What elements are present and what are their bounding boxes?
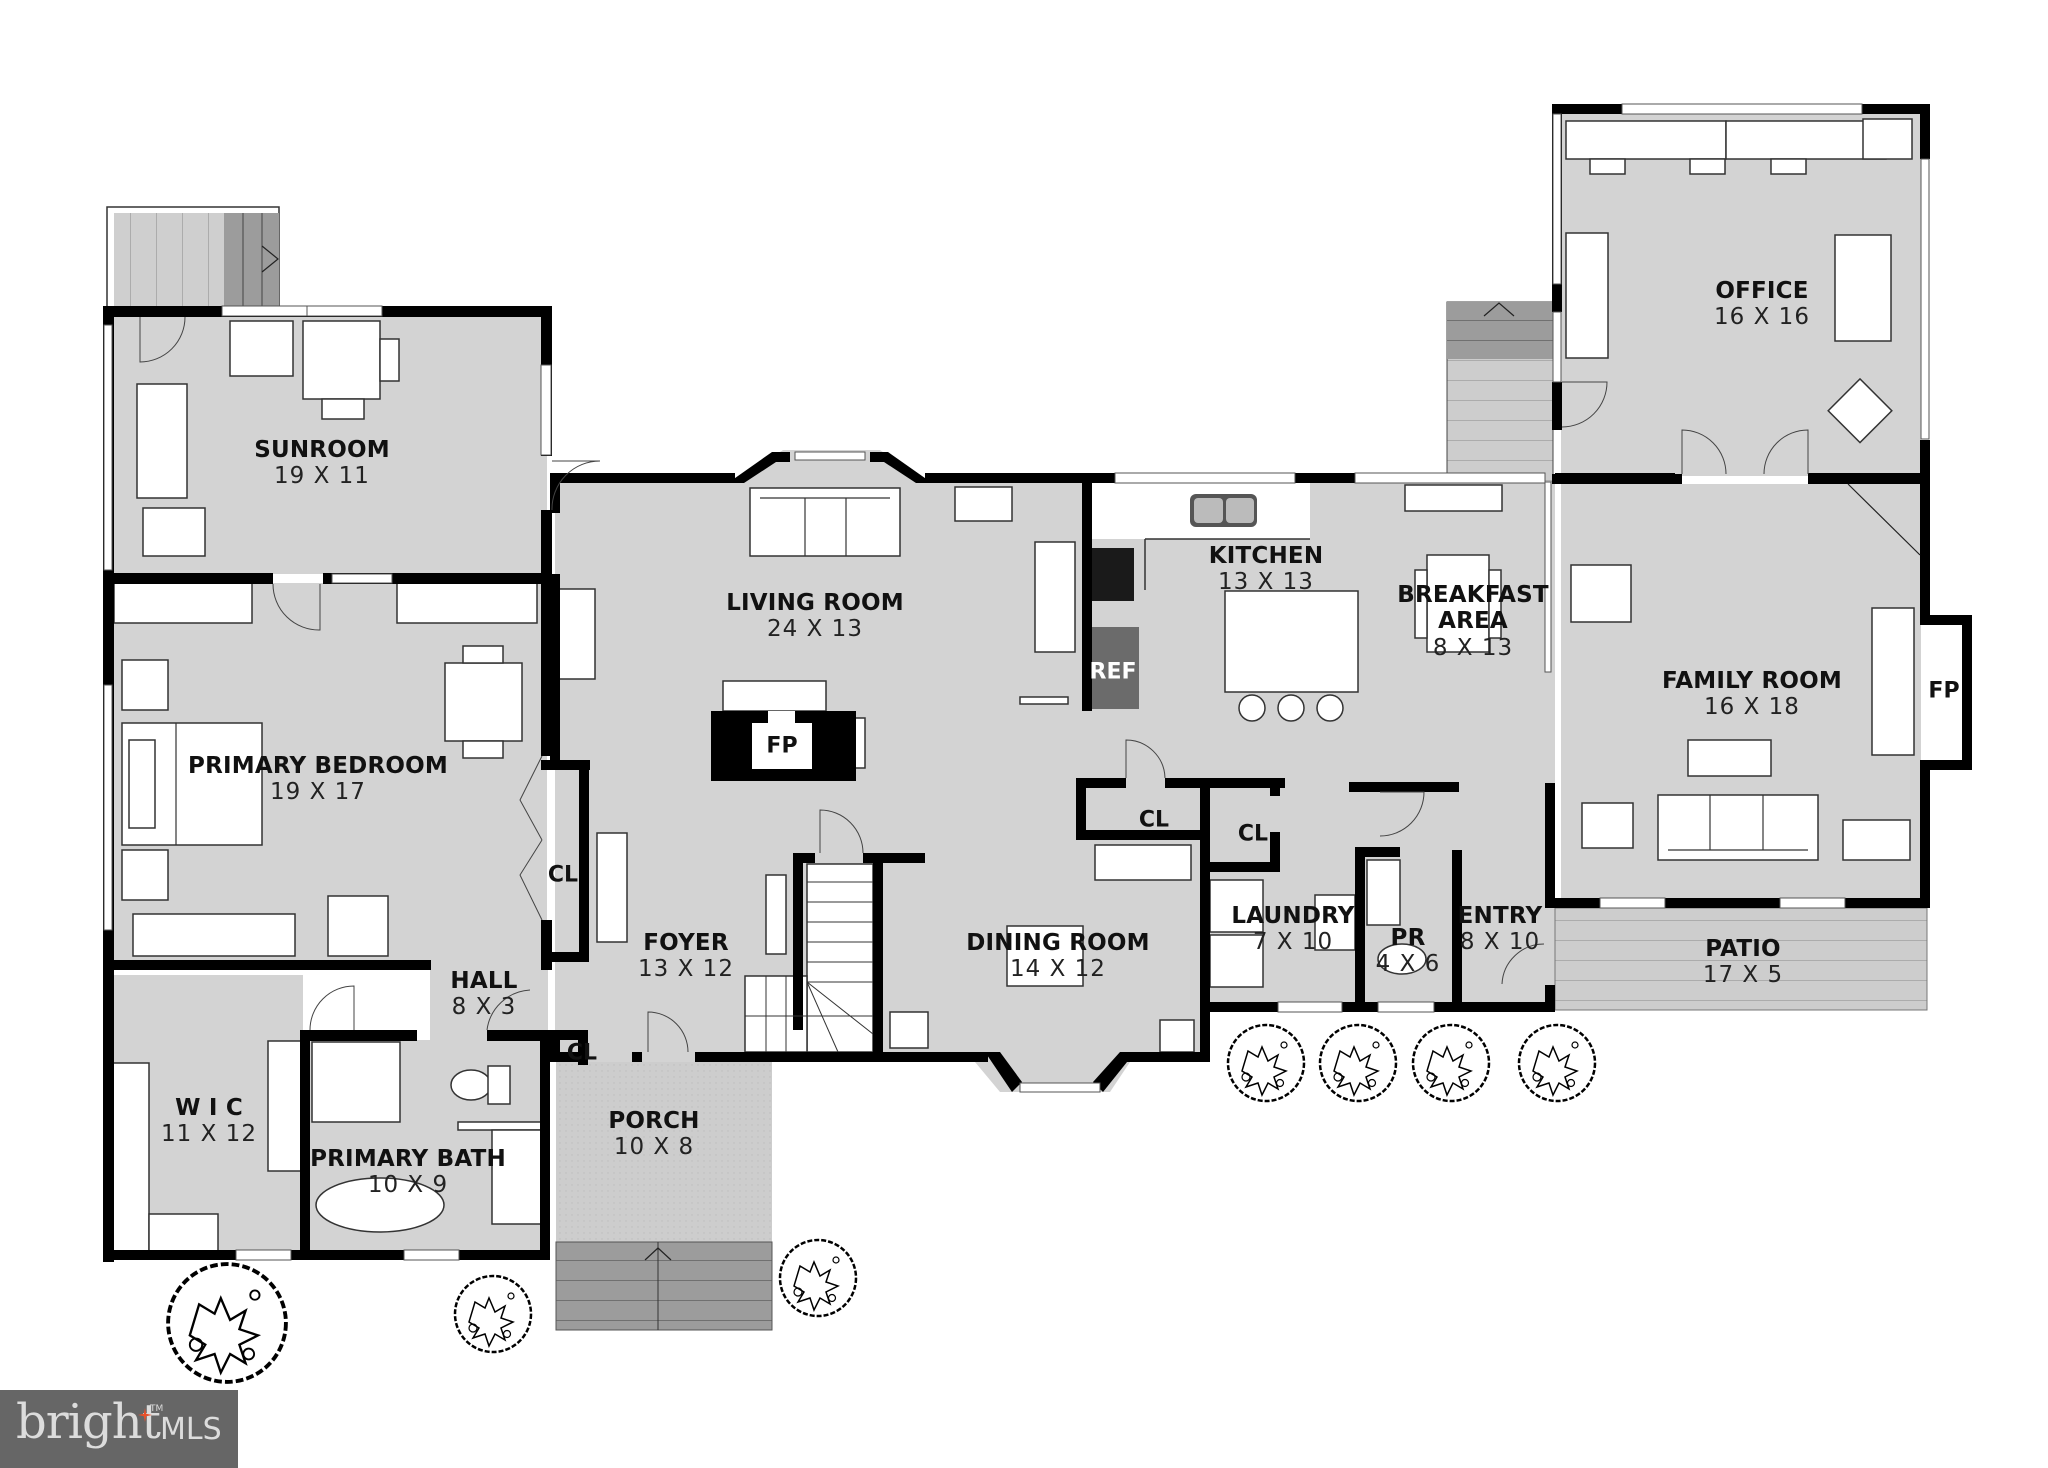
room-dims: 7 X 10 xyxy=(1252,929,1334,956)
room-name: ENTRY xyxy=(1457,903,1543,929)
room-name: W I C xyxy=(175,1095,243,1121)
room-label-entry: ENTRY 8 X 10 xyxy=(1458,903,1543,956)
room-dims: 10 X 8 xyxy=(613,1134,695,1161)
room-label-primary-bath: PRIMARY BATH 10 X 9 xyxy=(310,1146,506,1199)
office-side-steps xyxy=(1446,301,1554,483)
room-label-living-room: LIVING ROOM 24 X 13 xyxy=(726,590,904,643)
room-dims: 10 X 9 xyxy=(367,1172,449,1199)
room-label-dining-room: DINING ROOM 14 X 12 xyxy=(966,930,1150,983)
room-name: HALL xyxy=(450,968,518,994)
room-name: FOYER xyxy=(643,930,729,956)
room-dims: 24 X 13 xyxy=(767,616,863,643)
room-dims: 13 X 13 xyxy=(1218,569,1314,596)
room-label-laundry: LAUNDRY 7 X 10 xyxy=(1231,903,1354,956)
room-dims: 4 X 6 xyxy=(1375,951,1441,978)
room-dims: 11 X 12 xyxy=(161,1121,257,1148)
room-label-wic: W I C 11 X 12 xyxy=(161,1095,257,1148)
room-dims: 16 X 16 xyxy=(1714,304,1810,331)
room-name: FAMILY ROOM xyxy=(1662,668,1842,694)
room-label-family-room: FAMILY ROOM 16 X 18 xyxy=(1662,668,1842,721)
room-dims: 19 X 17 xyxy=(270,779,366,806)
room-name: SUNROOM xyxy=(254,437,390,463)
room-name: LIVING ROOM xyxy=(726,590,904,616)
room-name: OFFICE xyxy=(1715,278,1809,304)
room-dims: 19 X 11 xyxy=(274,463,370,490)
bright-mls-watermark: bright TM MLS xyxy=(0,1390,238,1468)
patio-deck xyxy=(1554,907,1928,1011)
refrigerator xyxy=(1087,627,1139,709)
staircase xyxy=(745,881,874,1053)
porch-steps xyxy=(555,1241,773,1331)
windows xyxy=(103,103,1930,1261)
room-label-pr: PR 4 X 6 xyxy=(1376,925,1441,978)
room-name-line2: AREA xyxy=(1438,608,1508,635)
room-name: KITCHEN xyxy=(1208,543,1324,569)
closet-label-kitchen-2: CL xyxy=(1237,821,1269,847)
closet-label-bedroom: CL xyxy=(547,862,579,888)
sunroom-deck xyxy=(106,206,280,308)
room-label-office: OFFICE 16 X 16 xyxy=(1714,278,1810,331)
room-dims: 8 X 13 xyxy=(1432,634,1514,661)
room-dims: 17 X 5 xyxy=(1702,962,1784,989)
room-name: PRIMARY BATH xyxy=(310,1146,506,1172)
room-label-patio: PATIO 17 X 5 xyxy=(1703,936,1783,989)
room-dims: 13 X 12 xyxy=(638,956,734,983)
fireplace-label-family: FP xyxy=(1928,678,1960,704)
watermark-suffix: MLS xyxy=(160,1412,222,1447)
room-name: PRIMARY BEDROOM xyxy=(188,753,448,779)
room-label-porch: PORCH 10 X 8 xyxy=(608,1108,699,1161)
room-name: PORCH xyxy=(608,1108,700,1134)
room-label-hall: HALL 8 X 3 xyxy=(450,968,517,1021)
room-name: BREAKFAST xyxy=(1397,582,1549,608)
room-label-kitchen: KITCHEN 13 X 13 xyxy=(1209,543,1324,596)
closet-label-kitchen-1: CL xyxy=(1138,807,1170,833)
room-name: PATIO xyxy=(1705,936,1781,962)
room-name: DINING ROOM xyxy=(966,930,1150,956)
room-label-primary-bedroom: PRIMARY BEDROOM 19 X 17 xyxy=(188,753,448,806)
room-dims: 8 X 10 xyxy=(1459,929,1541,956)
room-name: LAUNDRY xyxy=(1231,903,1355,929)
room-dims: 14 X 12 xyxy=(1010,956,1106,983)
closet-label-hall: CL xyxy=(566,1040,598,1066)
sofa-lines xyxy=(175,497,1808,851)
room-label-breakfast-area: BREAKFAST AREA 8 X 13 xyxy=(1397,582,1549,661)
watermark-brand: bright xyxy=(16,1394,161,1450)
refrigerator-label: REF xyxy=(1089,659,1137,685)
room-dims: 8 X 3 xyxy=(451,994,517,1021)
room-name: PR xyxy=(1390,925,1426,951)
door-swings xyxy=(139,316,1809,1053)
range xyxy=(1092,548,1134,601)
watermark-trademark: TM xyxy=(150,1404,164,1414)
spark-icon xyxy=(138,1408,152,1422)
fireplace-label-living: FP xyxy=(766,733,798,759)
porch-floor xyxy=(556,1062,772,1242)
sink xyxy=(1190,494,1257,527)
room-label-sunroom: SUNROOM 19 X 11 xyxy=(254,437,390,490)
family-fp-insert xyxy=(1925,625,1962,760)
room-label-foyer: FOYER 13 X 12 xyxy=(638,930,734,983)
room-dims: 16 X 18 xyxy=(1704,694,1800,721)
